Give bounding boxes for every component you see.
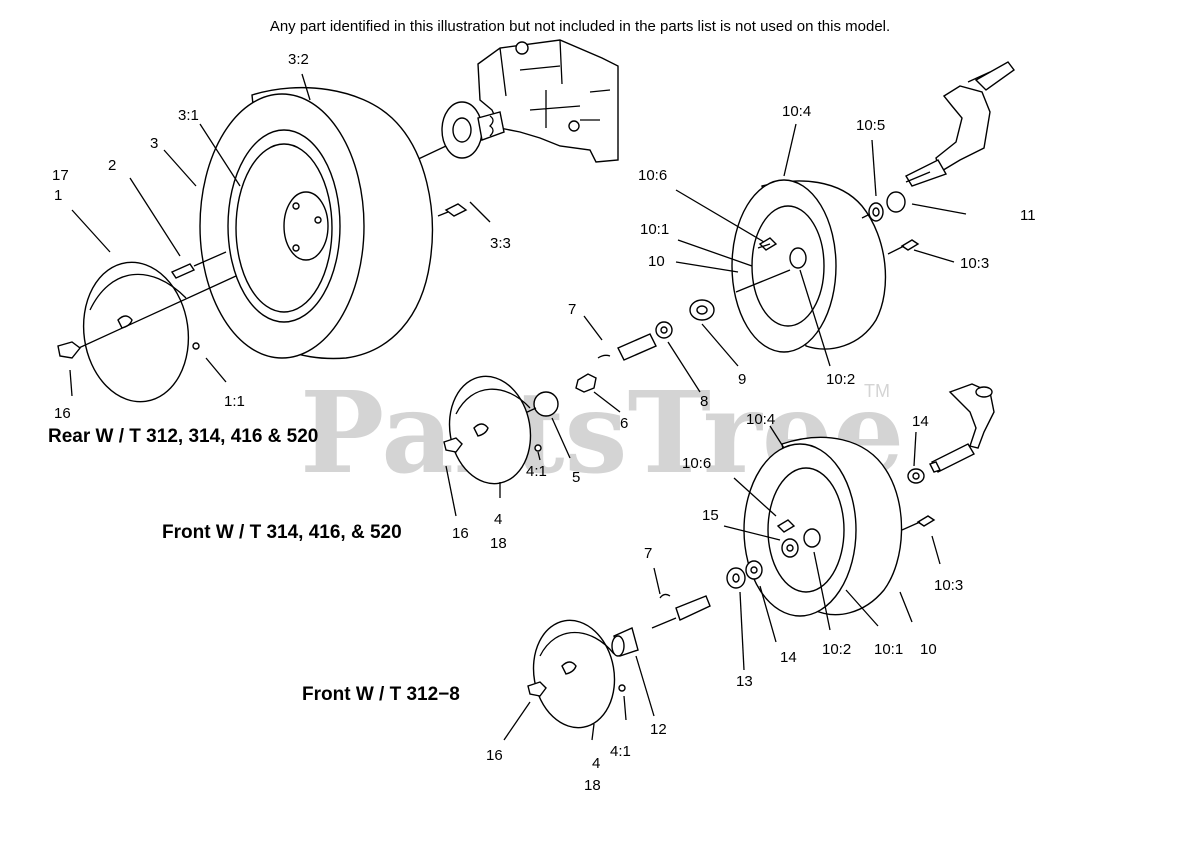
parts-list-notice: Any part identified in this illustration… (269, 18, 891, 35)
callout-label: 4:1 (610, 743, 631, 760)
callout-label: 1 (54, 187, 62, 204)
callout-label: 16 (486, 747, 503, 764)
callout-label: 15 (702, 507, 719, 524)
callout-label: 1:1 (224, 393, 245, 410)
callout-label: 3:3 (490, 235, 511, 252)
callout-label: 8 (700, 393, 708, 410)
callout-label: 12 (650, 721, 667, 738)
callout-label: 3:2 (288, 51, 309, 68)
callout-label: 10:6 (638, 167, 667, 184)
callout-label: 4 (494, 511, 502, 528)
leader-lines (69, 73, 967, 741)
callout-label: 7 (644, 545, 652, 562)
callout-label: 16 (54, 405, 71, 422)
callout-label: 6 (620, 415, 628, 432)
callout-label: 4 (592, 755, 600, 772)
section-title-front-a: Front W / T 314, 416, & 520 (162, 522, 402, 543)
callout-label: 2 (108, 157, 116, 174)
callout-label: 5 (572, 469, 580, 486)
callout-label: 4:1 (526, 463, 547, 480)
callout-label: 10 (920, 641, 937, 658)
callout-label: 10:4 (746, 411, 775, 428)
callout-label: 11 (1020, 207, 1036, 224)
front-wheel-assembly-b (527, 383, 995, 729)
section-title-rear: Rear W / T 312, 314, 416 & 520 (48, 426, 318, 447)
callout-label: 18 (490, 535, 507, 552)
callout-label: 3:1 (178, 107, 199, 124)
callout-label: 10:6 (682, 455, 711, 472)
callout-label: 14 (912, 413, 929, 430)
callout-label: 3 (150, 135, 158, 152)
callout-label: 10:3 (960, 255, 989, 272)
section-title-front-b: Front W / T 312−8 (302, 684, 460, 705)
callout-label: 18 (584, 777, 601, 794)
callout-label: 10 (648, 253, 665, 270)
callout-label: 10:1 (874, 641, 903, 658)
callout-label: 10:5 (856, 117, 885, 134)
callout-labels: 3:2 3:1 3 17 1 2 3:3 16 1:1 10:4 10:5 10… (52, 51, 1036, 794)
callout-label: 10:2 (822, 641, 851, 658)
callout-label: 10:3 (934, 577, 963, 594)
front-wheel-assembly-a (443, 61, 1015, 485)
callout-label: 9 (738, 371, 746, 388)
callout-label: 10:4 (782, 103, 811, 120)
callout-label: 10:2 (826, 371, 855, 388)
callout-label: 17 (52, 167, 69, 184)
callout-label: 13 (736, 673, 753, 690)
callout-label: 16 (452, 525, 469, 542)
callout-label: 14 (780, 649, 797, 666)
rear-wheel-assembly (57, 39, 619, 403)
callout-label: 10:1 (640, 221, 669, 238)
watermark-trademark: TM (864, 381, 890, 401)
callout-label: 7 (568, 301, 576, 318)
